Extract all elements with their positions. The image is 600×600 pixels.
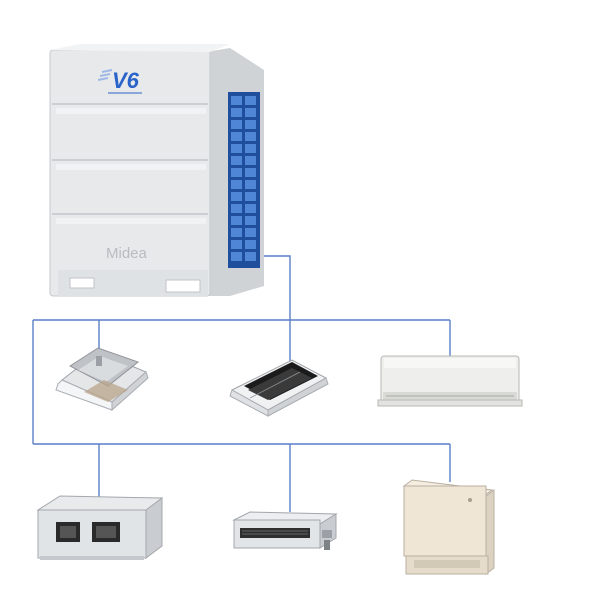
ducted-slim-unit [232,511,338,550]
ducted-high-static-unit [36,495,164,560]
outdoor-unit: V6 Midea [49,44,264,297]
four-way-cassette-unit [55,347,149,412]
brand-logo: Midea [106,245,148,262]
series-badge-text: V6 [112,68,140,93]
pipe-outdoor-drop [262,255,291,362]
one-way-cassette-unit [229,359,329,417]
wall-mounted-unit [377,355,523,407]
outdoor-unit-grille [228,92,260,268]
v6-badge: V6 [97,68,142,94]
floor-standing-unit [402,479,495,575]
refrigerant-piping [32,255,451,512]
outdoor-unit-top [50,44,230,52]
